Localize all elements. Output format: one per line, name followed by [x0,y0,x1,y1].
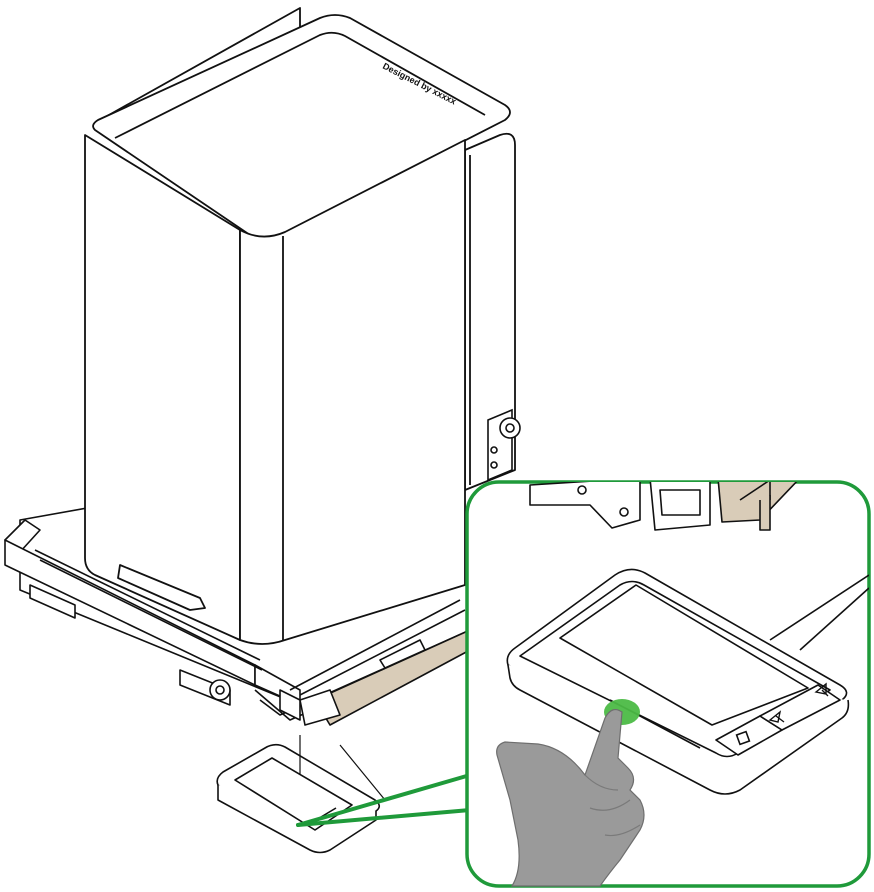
terminal-small [216,743,381,854]
terminal-cable [299,735,386,801]
callout-lines [296,773,472,827]
hand-icon [496,708,645,887]
terminal-display [559,584,809,726]
side-knob [487,408,521,482]
zoom-callout [465,480,871,888]
door-right-arrow-icon [814,682,829,697]
home-square-icon [735,730,751,746]
door-left-arrow-icon [768,710,785,723]
draft-shield [84,7,516,645]
